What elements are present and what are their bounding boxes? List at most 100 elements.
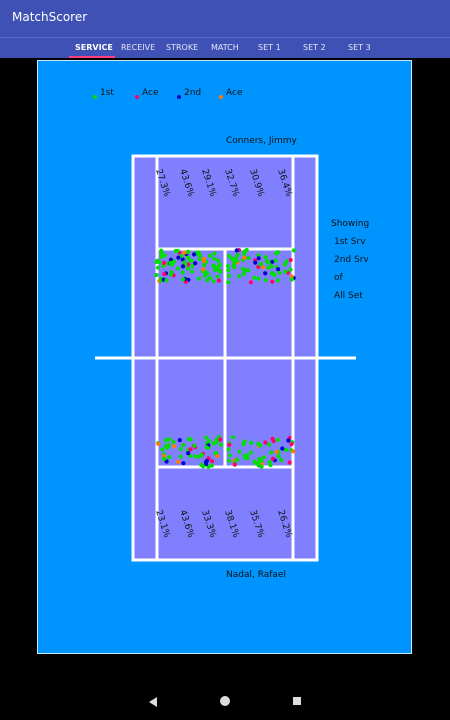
serve-dot-bottom-45 [156, 441, 161, 446]
serve-dot-bottom-right-15 [275, 437, 280, 442]
serve-dot-bottom-right-55 [289, 442, 294, 447]
content-area: 1st Ace 2nd Ace Conners, Jimmy Nadal, Ra… [0, 58, 450, 688]
serve-dot-top-35 [212, 256, 217, 261]
serve-dot-top-62 [190, 269, 195, 274]
serve-dot-bottom-56 [199, 462, 204, 467]
serve-dot-bottom-right-50 [279, 457, 284, 463]
serve-dot-bottom-right-47 [227, 442, 232, 447]
serve-dot-top-right-25 [242, 251, 247, 257]
legend-dot-1st [93, 95, 97, 99]
recents-icon[interactable] [292, 696, 302, 706]
serve-dot-top-right-29 [235, 252, 240, 257]
serve-dot-bottom-right-52 [256, 462, 261, 467]
legend-dot-ace-1 [135, 95, 139, 99]
serve-dot-top-67 [197, 253, 203, 258]
serve-dot-bottom-right-9 [237, 449, 242, 454]
serve-dot-top-85 [211, 279, 216, 284]
serve-dot-bottom-right-49 [287, 460, 292, 465]
serve-dot-top-83 [176, 255, 181, 260]
serve-dot-bottom-right-46 [235, 457, 240, 462]
serve-dot-bottom-10 [199, 452, 204, 457]
serve-dot-bottom-20 [209, 463, 214, 468]
serve-dots-bottom [156, 435, 296, 469]
serve-dot-bottom-right-43 [280, 446, 285, 451]
serve-dot-top-78 [202, 263, 207, 268]
serve-dot-top-17 [193, 261, 198, 266]
back-icon[interactable] [148, 696, 158, 708]
serve-dot-top-right-65 [263, 271, 268, 276]
system-nav-bar [0, 688, 450, 720]
serve-dot-bottom-53 [204, 458, 209, 463]
serve-dot-bottom-60 [164, 443, 170, 448]
tab-service[interactable]: SERVICE [75, 43, 113, 52]
serve-dot-bottom-right-35 [269, 450, 274, 455]
serve-dot-top-68 [188, 258, 193, 263]
serve-dot-top-right-64 [232, 264, 237, 269]
serve-dot-top-40 [207, 275, 213, 280]
serve-dot-bottom-16 [177, 438, 182, 443]
serve-dot-top-71 [169, 272, 174, 277]
serve-dot-top-94 [175, 266, 180, 271]
serve-dot-bottom-50 [193, 454, 198, 459]
serve-dot-top-right-59 [283, 269, 288, 274]
serve-dot-bottom-54 [162, 456, 167, 461]
serve-dot-bottom-right-38 [227, 453, 232, 458]
serve-dot-top-right-17 [270, 279, 275, 284]
serve-dot-bottom-48 [218, 437, 223, 442]
player-top-name: Conners, Jimmy [226, 136, 297, 146]
serve-dot-top-37 [196, 276, 201, 281]
serve-dot-bottom-right-8 [267, 442, 272, 447]
serve-dot-top-93 [216, 268, 221, 273]
serve-dot-bottom-right-51 [259, 464, 264, 469]
serve-dot-top-21 [216, 258, 221, 263]
serve-dot-bottom-57 [204, 435, 209, 440]
serve-dot-bottom-52 [188, 447, 193, 452]
serve-dot-top-87 [159, 254, 164, 259]
serve-dot-top-right-21 [246, 268, 251, 273]
tab-indicator [69, 56, 115, 58]
serve-dot-top-86 [215, 274, 220, 279]
serve-dot-top-73 [207, 253, 213, 258]
serve-dot-bottom-right-4 [263, 440, 268, 445]
serve-dot-top-right-8 [248, 280, 253, 285]
serve-dot-top-right-60 [227, 253, 232, 259]
serve-dot-top-72 [212, 267, 218, 272]
serve-dot-top-95 [162, 260, 167, 265]
serve-dot-bottom-24 [196, 454, 201, 459]
tab-stroke[interactable]: STROKE [166, 43, 199, 52]
tab-set-1[interactable]: SET 1 [258, 43, 281, 52]
serve-dot-top-right-57 [252, 275, 257, 280]
serve-dot-bottom-31 [218, 442, 224, 447]
serve-dot-bottom-right-48 [257, 459, 262, 464]
serve-dot-bottom-right-44 [256, 441, 261, 446]
tab-receive[interactable]: RECEIVE [121, 43, 156, 52]
serve-dot-bottom-43 [163, 438, 168, 443]
serve-dot-top-right-49 [253, 260, 258, 265]
serve-dot-bottom-right-39 [242, 455, 248, 460]
serve-dot-top-right-11 [246, 255, 251, 261]
serve-dot-top-47 [154, 272, 159, 278]
tab-set-2[interactable]: SET 2 [303, 43, 326, 52]
serve-dot-top-7 [190, 264, 195, 269]
serve-dot-bottom-right-25 [291, 449, 296, 454]
serve-dot-top-61 [182, 250, 187, 255]
serve-dot-top-44 [162, 253, 167, 258]
serve-dot-top-1 [185, 266, 190, 271]
serve-dot-bottom-59 [192, 443, 197, 448]
serve-dot-top-right-14 [225, 264, 231, 269]
player-bottom-name: Nadal, Rafael [226, 570, 286, 580]
tennis-court[interactable]: 27.3%43.6%29.1%32.7%30.9%36.4% 23.1%43.6… [38, 61, 411, 653]
serve-dot-top-right-51 [264, 259, 270, 264]
serve-dot-top-right-13 [269, 264, 274, 269]
serve-dot-top-right-62 [240, 266, 246, 271]
serve-dot-top-74 [181, 277, 186, 282]
tab-set-3[interactable]: SET 3 [348, 43, 371, 52]
serve-dot-bottom-49 [160, 447, 165, 452]
tab-match[interactable]: MATCH [211, 43, 239, 52]
home-icon[interactable] [219, 695, 231, 707]
serve-dot-top-right-55 [242, 255, 247, 260]
serve-dot-top-right-40 [275, 250, 281, 255]
serve-dot-bottom-right-29 [249, 450, 254, 455]
serve-dot-top-right-42 [273, 258, 278, 263]
serve-dot-bottom-46 [178, 447, 183, 452]
